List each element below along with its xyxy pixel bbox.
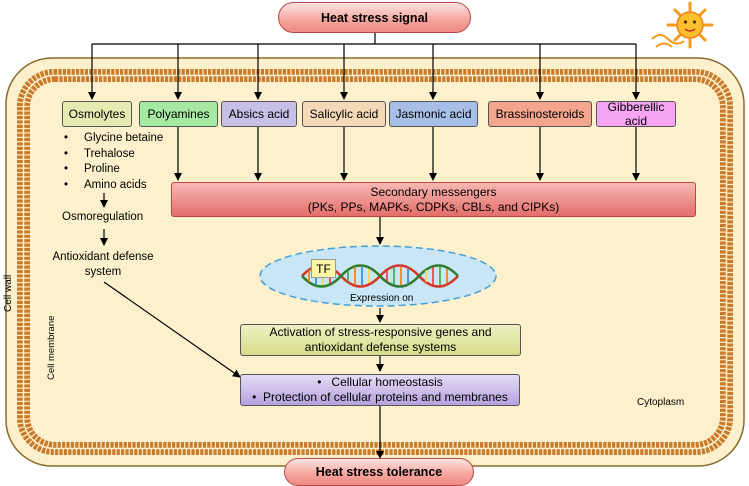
cell-wall-label: Cell wall xyxy=(3,274,14,312)
activation-line2: antioxidant defense systems xyxy=(304,340,457,354)
membrane-band xyxy=(22,74,728,450)
secondary-messengers-box: Secondary messengers (PKs, PPs, MAPKs, C… xyxy=(171,182,696,217)
antioxidant-line1: Antioxidant defense xyxy=(52,251,154,263)
list-item: Amino acids xyxy=(64,178,163,194)
homeostasis-line1: • Cellular homeostasis xyxy=(317,375,443,389)
secondary-title: Secondary messengers xyxy=(370,184,497,199)
salicylic-acid-box: Salicylic acid xyxy=(302,101,386,127)
osmolytes-box: Osmolytes xyxy=(62,101,132,127)
osmoregulation-label: Osmoregulation xyxy=(62,211,144,223)
heat-stress-signal: Heat stress signal xyxy=(278,2,471,33)
gibberellic-acid-box: Gibberellic acid xyxy=(596,100,676,128)
expression-label: Expression on xyxy=(350,293,414,304)
abscisic-acid-box: Absics acid xyxy=(221,101,297,127)
cytoplasm-label: Cytoplasm xyxy=(637,397,685,408)
brassinosteroids-box: Brassinosteroids xyxy=(488,101,592,127)
list-item: Glycine betaine xyxy=(64,131,163,147)
cell-membrane-label: Cell membrane xyxy=(46,315,57,380)
activation-box: Activation of stress-responsive genes an… xyxy=(240,324,521,356)
sun-icon xyxy=(651,1,714,49)
secondary-list: (PKs, PPs, MAPKs, CDPKs, CBLs, and CIPKs… xyxy=(307,199,560,214)
homeostasis-text1: Cellular homeostasis xyxy=(331,375,443,389)
homeostasis-text2: Protection of cellular proteins and memb… xyxy=(263,390,508,404)
antioxidant-label: Antioxidant defense system xyxy=(47,250,159,280)
tf-box: TF xyxy=(311,259,336,278)
list-item: Trehalose xyxy=(64,147,163,163)
osmolytes-list: Glycine betaine Trehalose Proline Amino … xyxy=(64,131,163,193)
membrane-outer-beads xyxy=(17,69,733,455)
jasmonic-acid-box: Jasmonic acid xyxy=(389,101,478,127)
homeostasis-box: • Cellular homeostasis • Protection of c… xyxy=(240,374,520,406)
polyamines-box: Polyamines xyxy=(139,101,218,127)
membrane-inner-beads xyxy=(24,76,726,448)
list-item: Proline xyxy=(64,162,163,178)
activation-line1: Activation of stress-responsive genes an… xyxy=(269,325,492,339)
heat-stress-tolerance: Heat stress tolerance xyxy=(284,458,474,486)
homeostasis-line2: • Protection of cellular proteins and me… xyxy=(252,390,508,404)
antioxidant-line2: system xyxy=(84,266,122,278)
